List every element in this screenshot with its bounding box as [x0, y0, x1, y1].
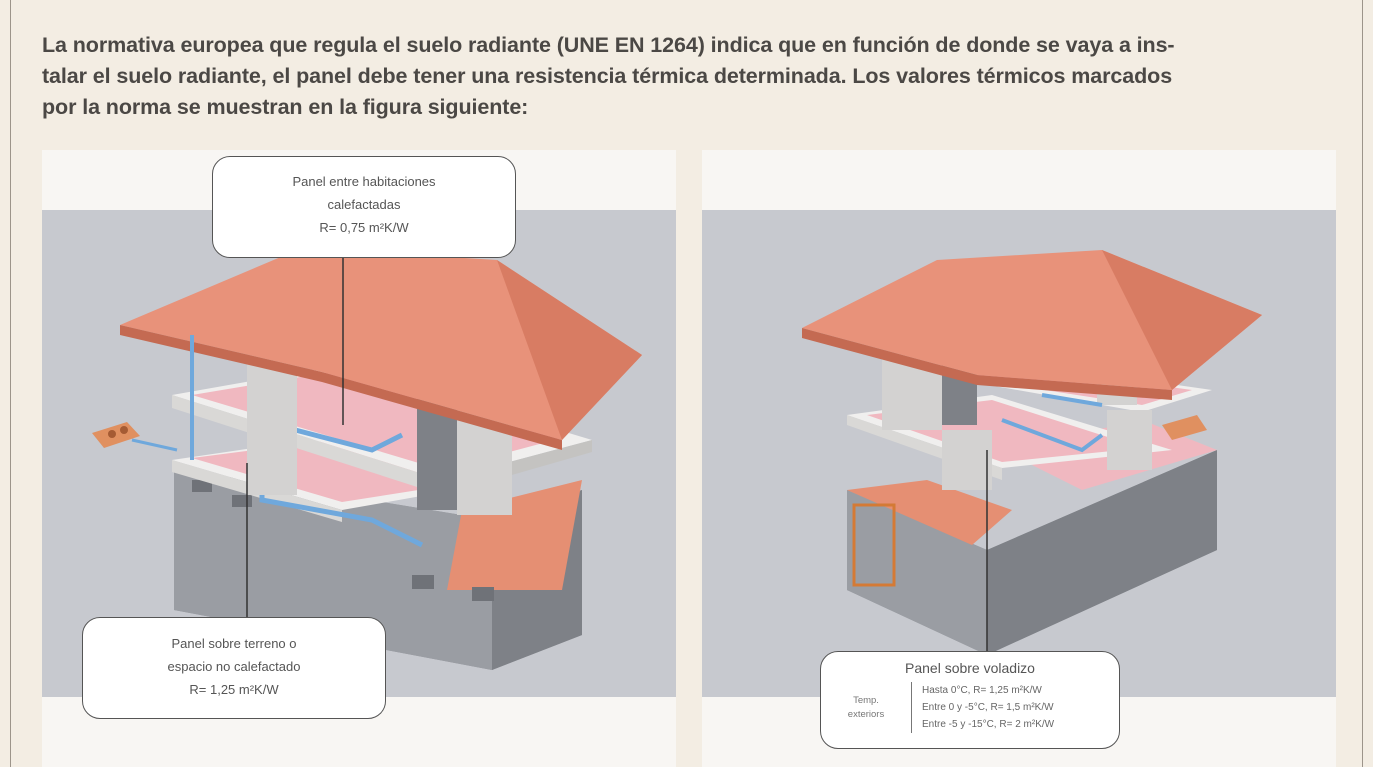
callout-table: Temp. exteriors Hasta 0°C, R= 1,25 m²K/W… [821, 682, 1119, 733]
callout-value: R= 0,75 m²K/W [319, 220, 409, 235]
temp-row: Entre 0 y -5°C, R= 1,5 m²K/W [922, 702, 1054, 713]
page-frame [10, 0, 1363, 767]
callout-line: Panel entre habitaciones [292, 174, 436, 189]
callout-line: calefactadas [327, 197, 401, 212]
house-illustration-left [42, 210, 676, 697]
figure-cantilever: Panel sobre voladizo Temp. exteriors Has… [702, 150, 1336, 767]
intro-line-3: por la norma se muestran en la figura si… [42, 95, 529, 119]
callout-title: Panel sobre voladizo [905, 660, 1035, 676]
temp-label: Temp. exteriors [821, 694, 911, 722]
callout-value: R= 1,25 m²K/W [189, 682, 279, 697]
callout-cantilever-panel: Panel sobre voladizo Temp. exteriors Has… [820, 651, 1120, 749]
house-illustration-right [702, 210, 1336, 697]
figure-heated-rooms: Panel entre habitaciones calefactadas R=… [42, 150, 676, 767]
callout-between-heated-rooms: Panel entre habitaciones calefactadas R=… [212, 156, 516, 258]
intro-line-2: talar el suelo radiante, el panel debe t… [42, 64, 1173, 88]
callout-line: Panel sobre terreno o [171, 636, 297, 651]
intro-line-1: La normativa europea que regula el suelo… [42, 33, 1175, 57]
temp-label-line: Temp. [853, 694, 879, 706]
temp-label-line: exteriors [847, 708, 885, 720]
callout-over-ground-unheated: Panel sobre terreno o espacio no calefac… [82, 617, 386, 719]
intro-paragraph: La normativa europea que regula el suelo… [42, 30, 1342, 123]
temp-row: Entre -5 y -15°C, R= 2 m²K/W [922, 719, 1055, 730]
callout-line: espacio no calefactado [167, 659, 301, 674]
temp-values: Hasta 0°C, R= 1,25 m²K/W Entre 0 y -5°C,… [911, 682, 1054, 733]
temp-row: Hasta 0°C, R= 1,25 m²K/W [922, 685, 1042, 696]
